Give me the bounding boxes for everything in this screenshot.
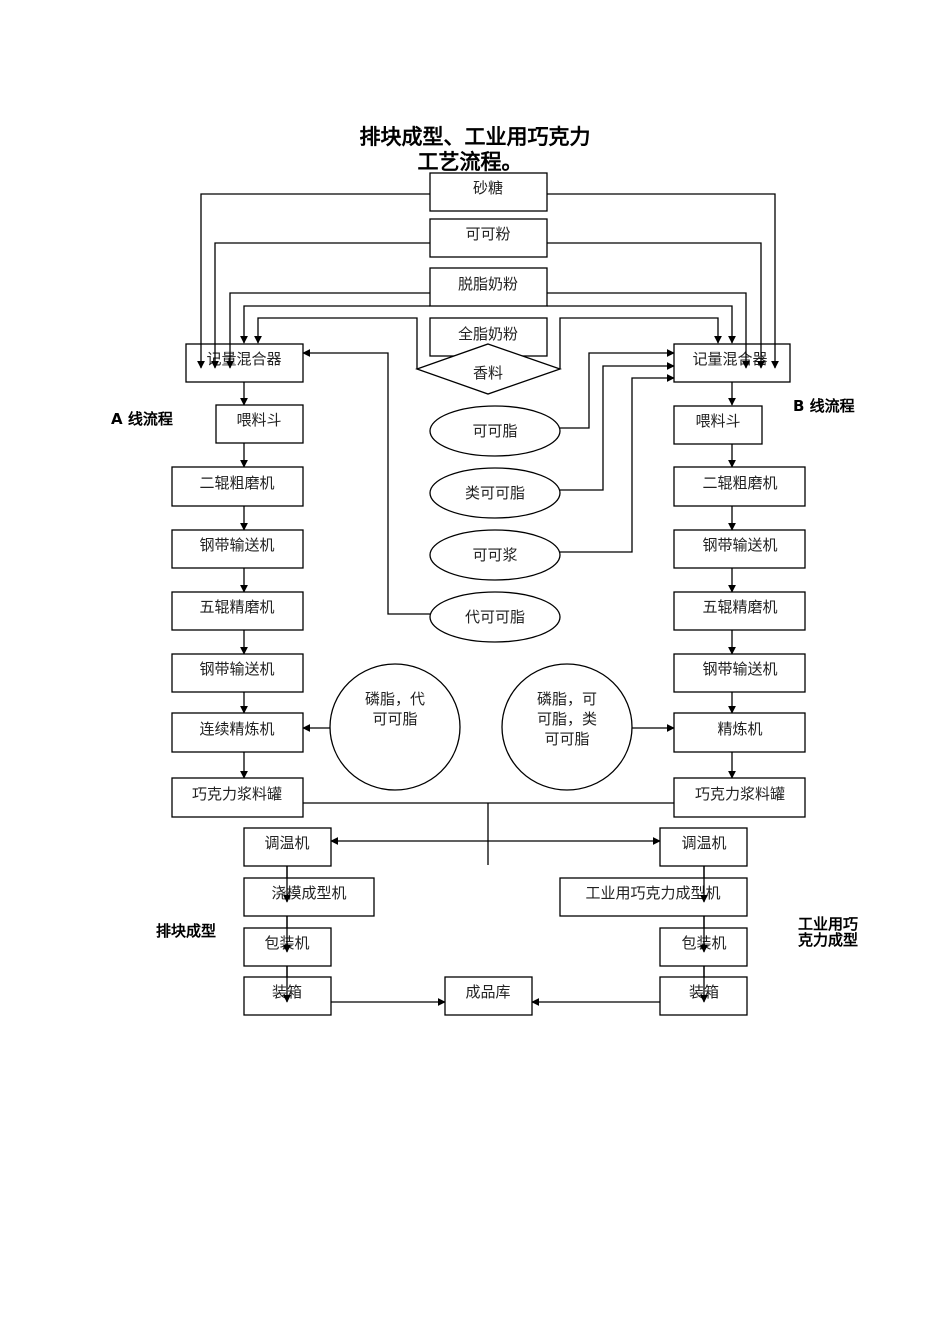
fa-molding-machine: 浇模成型机 [243,877,375,917]
svg-text:记量混合器: 记量混合器 [206,350,281,368]
additive-circle-b: 磷脂，可 可脂，类 可可脂 [501,663,633,791]
a-two-roll-mill: 二辊粗磨机 [171,466,304,507]
b-conche: 精炼机 [673,712,806,753]
svg-text:巧克力浆料罐: 巧克力浆料罐 [192,785,282,803]
connector-skim-milk-2-to-mixer-b [547,305,736,344]
svg-text:可可脂: 可可脂 [372,710,417,728]
a-hopper: 喂料斗 [215,404,304,444]
svg-text:精炼机: 精炼机 [717,720,762,738]
svg-text:浇模成型机: 浇模成型机 [271,884,346,902]
connector-cocoa-powder-to-mixer-a [211,242,430,369]
b-two-roll-mill: 二辊粗磨机 [673,466,806,507]
connector-skim-milk-to-mixer-b [547,292,750,369]
svg-text:二辊粗磨机: 二辊粗磨机 [199,474,274,492]
svg-text:磷脂，可: 磷脂，可 [537,690,597,708]
svg-text:可可脂: 可可脂 [544,730,589,748]
svg-text:钢带输送机: 钢带输送机 [702,536,777,554]
svg-text:可可粉: 可可粉 [465,225,510,243]
fat-cocoa-butter: 可可脂 [429,405,561,457]
svg-text:钢带输送机: 钢带输送机 [702,660,777,678]
svg-text:成品库: 成品库 [465,983,510,1001]
title-line-1: 排块成型、工业用巧克力 [360,125,591,149]
svg-text:喂料斗: 喂料斗 [236,411,281,429]
fat-cocoa-butter-substitute: 代可可脂 [429,591,561,643]
raw-material-sugar: 砂糖 [429,172,548,212]
fa-tempering-machine: 调温机 [243,827,332,867]
label-bar-forming: 排块成型 [156,922,216,940]
a-chocolate-tank: 巧克力浆料罐 [171,777,304,818]
b-steel-belt-conveyor-1: 钢带输送机 [673,529,806,569]
a-mixer: 记量混合器 [185,343,304,383]
svg-text:可脂，类: 可脂，类 [537,710,597,728]
raw-material-skim-milk-powder: 脱脂奶粉 [429,267,548,307]
fat-cocoa-butter-equivalent: 类可可脂 [429,467,561,519]
b-steel-belt-conveyor-2: 钢带输送机 [673,653,806,693]
svg-text:磷脂，代: 磷脂，代 [365,690,425,708]
connector-sugar-to-mixer-b [547,193,779,369]
label-b-line: B 线流程 [793,397,855,415]
b-hopper: 喂料斗 [673,405,763,445]
svg-text:可可浆: 可可浆 [472,546,517,564]
additive-circle-a: 磷脂，代 可可脂 [329,663,461,791]
svg-text:调温机: 调温机 [264,834,309,852]
svg-text:五辊精磨机: 五辊精磨机 [702,598,777,616]
label-industrial-forming-1: 工业用巧 [798,915,858,933]
connector-skim-milk-to-mixer-a [226,292,430,369]
b-mixer: 记量混合器 [673,343,791,383]
finished-goods-warehouse: 成品库 [444,976,533,1016]
svg-text:可可脂: 可可脂 [472,422,517,440]
svg-text:脱脂奶粉: 脱脂奶粉 [458,275,518,293]
b-five-roll-refiner: 五辊精磨机 [673,591,806,631]
connector-cbs-to-mixer-a [302,349,431,615]
svg-text:巧克力浆料罐: 巧克力浆料罐 [695,785,785,803]
connector-sugar-to-mixer-a [197,193,430,369]
a-five-roll-refiner: 五辊精磨机 [171,591,304,631]
connector-flavor-to-mixer-b [559,317,722,369]
connector-flavor-to-mixer-a [254,317,418,369]
connector-skim-milk-2-to-mixer-a [240,305,430,344]
fb-industrial-molding-machine: 工业用巧克力成型机 [559,877,748,917]
svg-text:钢带输送机: 钢带输送机 [199,536,274,554]
svg-text:记量混合器: 记量混合器 [692,350,767,368]
svg-text:二辊粗磨机: 二辊粗磨机 [702,474,777,492]
svg-text:工业用巧克力成型机: 工业用巧克力成型机 [585,884,720,902]
a-steel-belt-conveyor-2: 钢带输送机 [171,653,304,693]
svg-text:连续精炼机: 连续精炼机 [199,720,274,738]
svg-text:调温机: 调温机 [681,834,726,852]
svg-text:砂糖: 砂糖 [473,179,503,197]
fat-cocoa-mass: 可可浆 [429,529,561,581]
flavor-diamond: 香料 [415,343,562,395]
connector-cbe-to-mixer-b [560,362,675,491]
a-steel-belt-conveyor-1: 钢带输送机 [171,529,304,569]
svg-text:喂料斗: 喂料斗 [695,412,740,430]
raw-material-cocoa-powder: 可可粉 [429,218,548,258]
svg-text:五辊精磨机: 五辊精磨机 [199,598,274,616]
svg-text:香料: 香料 [473,364,503,382]
label-industrial-forming-2: 克力成型 [798,931,858,949]
b-chocolate-tank: 巧克力浆料罐 [673,777,806,818]
svg-text:钢带输送机: 钢带输送机 [199,660,274,678]
fb-tempering-machine: 调温机 [659,827,748,867]
title-line-2: 工艺流程。 [418,150,523,174]
svg-text:类可可脂: 类可可脂 [465,484,525,502]
label-a-line: A 线流程 [111,410,173,428]
connector-cocoa-powder-to-mixer-b [547,242,765,369]
svg-text:代可可脂: 代可可脂 [465,608,525,626]
connector-cocoa-butter-to-mixer-b [560,349,675,429]
connector-cocoa-mass-to-mixer-b [560,374,675,553]
a-continuous-conche: 连续精炼机 [171,712,304,753]
svg-text:全脂奶粉: 全脂奶粉 [458,325,518,343]
